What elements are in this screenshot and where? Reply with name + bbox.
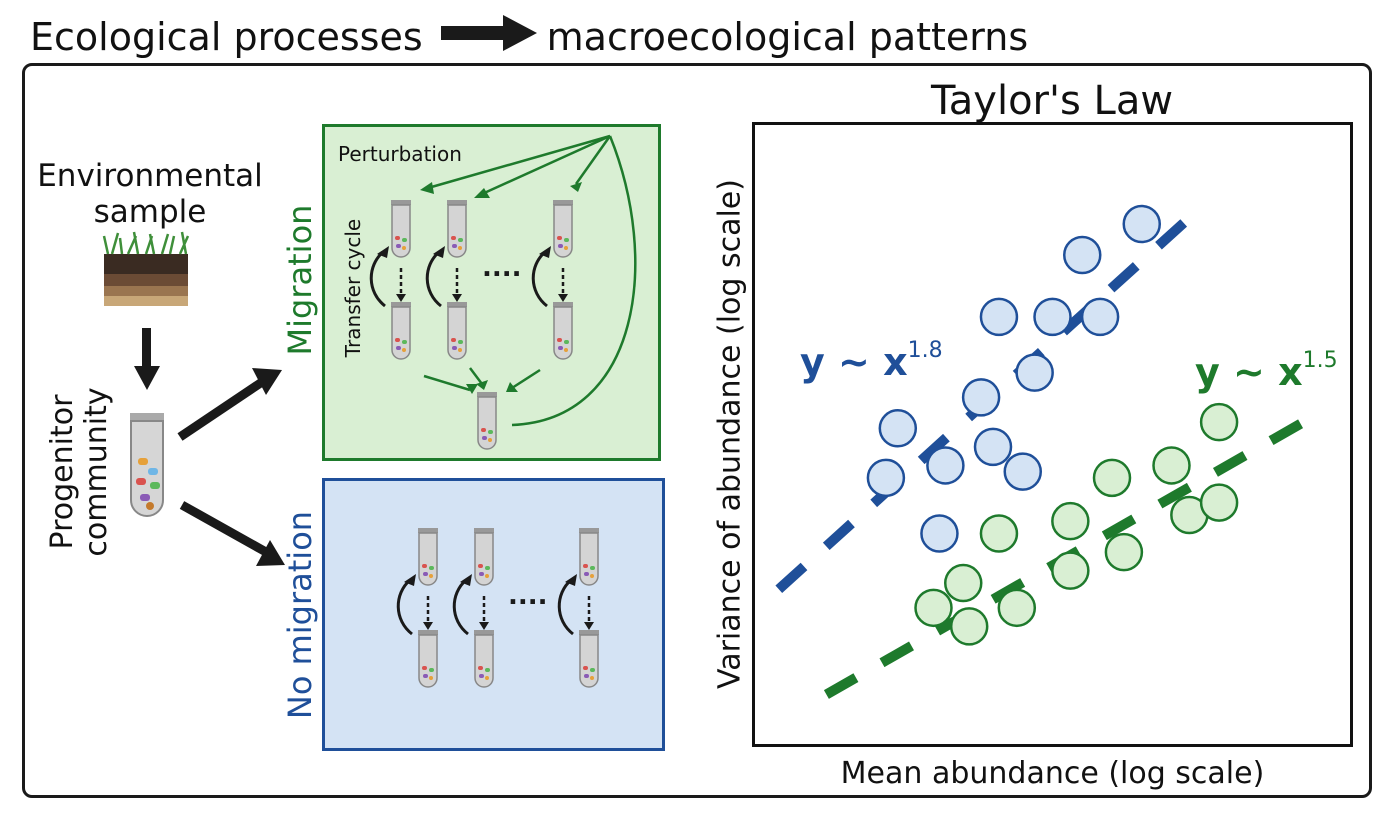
progenitor-tube-icon <box>130 413 164 517</box>
x-axis-label: Mean abundance (log scale) <box>840 756 1265 791</box>
soil-sample-icon <box>102 231 190 306</box>
data-point-series-0-1 <box>920 514 959 553</box>
data-point-series-1-5 <box>979 514 1019 553</box>
arrow-to-migration-icon <box>177 368 282 441</box>
data-point-series-1-2 <box>914 588 953 628</box>
data-point-series-1-8 <box>1092 458 1132 498</box>
data-point-series-0-8 <box>979 297 1019 337</box>
data-point-series-1-1 <box>949 607 989 646</box>
figure-header: Ecological processes macroecological pat… <box>30 12 1028 62</box>
data-point-series-0-10 <box>1080 297 1120 337</box>
no-migration-ellipsis: .... <box>508 581 548 611</box>
perturbation-arrows <box>423 134 637 427</box>
data-point-series-1-9 <box>1152 446 1191 485</box>
data-point-series-0-11 <box>1063 235 1102 275</box>
data-point-series-0-12 <box>1122 204 1161 244</box>
arrow-right-icon <box>440 14 537 60</box>
data-point-series-0-7 <box>1015 353 1054 392</box>
equation-blue: y ~ x1.8 <box>800 338 943 384</box>
data-point-series-1-7 <box>1104 532 1144 572</box>
process-diagram <box>102 231 285 566</box>
data-point-series-0-2 <box>878 409 918 448</box>
panel-tubes: .... .... <box>369 134 637 688</box>
chart-title: Taylor's Law <box>930 78 1174 124</box>
perturbation-label: Perturbation <box>338 142 462 166</box>
data-point-series-1-4 <box>1051 551 1090 590</box>
header-right-text: macroecological patterns <box>546 15 1029 59</box>
data-point-series-0-3 <box>961 378 1001 417</box>
plot-area <box>752 122 1353 747</box>
data-point-series-0-5 <box>926 446 965 485</box>
data-point-series-0-0 <box>866 458 906 498</box>
data-point-series-1-0 <box>944 563 983 603</box>
data-point-series-1-11 <box>1199 483 1239 522</box>
data-point-series-0-4 <box>1003 452 1042 491</box>
figure-frame <box>22 63 1372 798</box>
arrow-to-no-migration-icon <box>179 501 285 566</box>
migration-ellipsis: .... <box>482 253 522 283</box>
no-migration-panel <box>322 478 665 751</box>
data-point-series-1-6 <box>1051 501 1090 541</box>
environmental-sample-label: Environmental sample <box>37 158 263 230</box>
data-point-series-0-6 <box>973 427 1013 467</box>
header-left-text: Ecological processes <box>30 15 423 59</box>
data-point-series-0-9 <box>1033 297 1072 337</box>
data-point-series-1-12 <box>1199 402 1239 442</box>
perturbation-arrowheads <box>420 182 582 394</box>
arrow-down-icon <box>134 328 160 390</box>
equation-green: y ~ x1.5 <box>1195 348 1338 394</box>
data-point-series-1-3 <box>997 588 1037 628</box>
